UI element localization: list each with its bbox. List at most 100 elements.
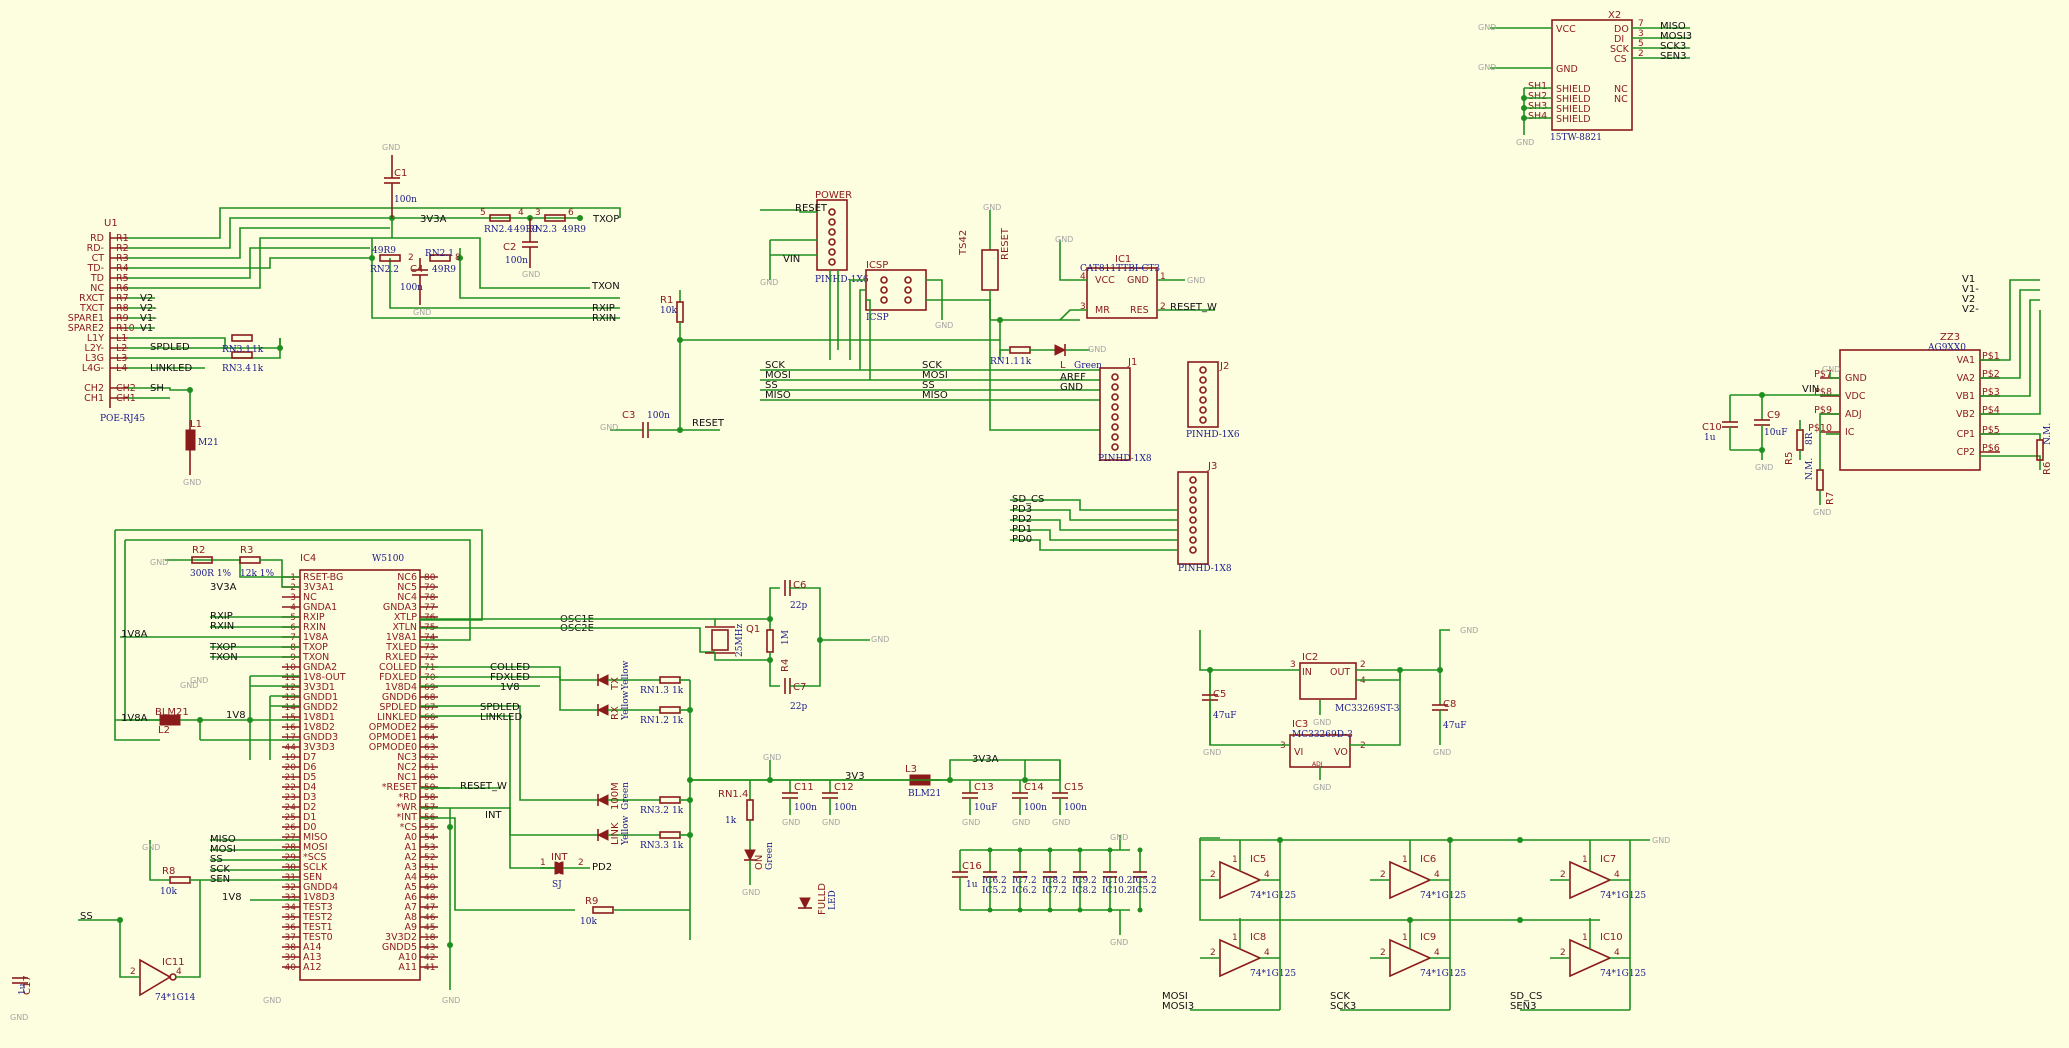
power-header-pin [828,208,836,216]
ic4-right-pin-label: *CS [400,822,417,833]
ic4-right-pin-number: 72 [424,653,435,663]
ic4-right-pin-label: *INT [397,812,418,823]
bypass-cap-name2: IC10.2 [1102,886,1132,896]
ic4-left-pin-label: A13 [303,952,322,963]
icsp-pin [904,296,912,304]
c17-name: C17 [22,975,33,995]
ic4-left-pin-number: 3 [290,593,296,603]
r8-value: 10k [160,887,177,897]
zz3-right-pin-label: VA2 [1957,373,1975,384]
r2-value: 300R 1% [190,569,232,579]
gnd-ic4-b: GND [180,681,198,690]
led-resistor [659,831,681,839]
gnd-c5: GND [1203,748,1221,757]
ic4-left-pin-label: D6 [303,762,316,773]
net-reset-c3: RESET [692,418,725,429]
r3-name: R3 [240,545,253,556]
svg-text:3: 3 [535,208,541,218]
power-header-pin [828,228,836,236]
gnd-c9: GND [1755,463,1773,472]
gnd-x2-vcc: GND [1478,23,1496,32]
net-rxin-top: RXIN [592,313,616,324]
ic4-left-pin-label: D3 [303,792,316,803]
ic4-left-pin-number: 20 [285,763,297,773]
u1-pin-label: RXCT [79,293,104,304]
svg-text:4: 4 [518,208,524,218]
power-header-pin [828,238,836,246]
gnd-r7: GND [1813,508,1831,517]
net-sck-right: SCK [922,360,942,371]
j2-value: PINHD-1X6 [1186,430,1240,440]
ic4-right-pin-label: A7 [404,902,417,913]
rail-cap-value: 100n [1064,803,1087,813]
rn23-value: 49R9 [562,225,586,235]
ic4-right-pin-label: 1V8D4 [385,682,417,693]
ic4-left-pin-label: D7 [303,752,316,763]
gnd-ts42: GND [983,203,1001,212]
ic11-value: 74*1G14 [155,993,196,1003]
net-v1m-zz3: V1- [1962,284,1979,295]
gnd-c4: GND [413,308,431,317]
zz3-right-pin-label: VA1 [1957,355,1975,366]
j2-pin [1199,386,1207,394]
power-rail: GND 3V3 L3 BLM21 3V3A C11100nGNDC12100nG… [690,626,1478,947]
ic4-left-pin-number: 16 [285,723,297,733]
zz3-right-pin-number: P$4 [1982,405,2000,416]
net-v2m-zz3: V2- [1962,304,1979,315]
rn23-name: RN2.3 [528,225,557,235]
gnd-c2: GND [522,270,540,279]
c9-value: 10uF [1764,428,1788,438]
ic4-left-pin-label: GNDA1 [303,602,337,613]
ic4-right-pin-number: 52 [424,853,435,863]
c8-value: 47uF [1443,721,1467,731]
c2-value: 100n [505,256,528,266]
ic1-name: IC1 [1115,254,1131,265]
ic4-left-pin-number: 23 [285,793,296,803]
led-resistor-value: 1k [672,806,684,816]
u1-pin-label: CT [92,253,105,264]
gnd-l1: GND [183,478,201,487]
svg-text:1: 1 [540,858,546,868]
ic1-mr-label: MR [1095,305,1110,316]
ic4-surroundings: R2 300R 1% R3 12k 1% GND 3V3A RXIP RXIN … [10,529,690,1022]
j1-pin [1111,413,1119,421]
l3-value: BLM21 [908,789,941,799]
net-sck-ic4: SCK [210,864,230,875]
buffer-pin-oe: 1 [1582,933,1588,943]
ic4-right-pin-number: 65 [424,723,435,733]
net-x2-sck3: SCK3 [1660,41,1686,52]
net-aref: AREF [1060,372,1086,383]
ic4-right-pin-label: A5 [404,882,417,893]
ic4-right-pin-label: LINKLED [377,712,417,723]
rn34-name: RN3.4 [222,364,251,374]
r3-value: 12k 1% [240,569,274,579]
r4-name: R4 [780,659,791,672]
u1-pin-label: L1Y [87,333,104,344]
ic4-left-pin-label: 1V8D1 [303,712,335,723]
net-miso-ic4: MISO [210,834,236,845]
ic1-vcc-label: VCC [1095,275,1115,286]
ic4-right-pin-number: 50 [424,873,436,883]
led-diode [596,829,609,841]
ic4-left-pin-number: 8 [290,643,296,653]
net-colled: COLLED [490,662,530,673]
net-v2m: V2- [140,303,157,314]
zz3-right-pin-number: P$3 [1982,387,2000,398]
ic4-right-pin-number: 64 [424,733,436,743]
j2-pin [1199,406,1207,414]
j1-pin [1111,403,1119,411]
ic4-right-pin-number: 67 [424,703,435,713]
ic4-right-pin-label: NC4 [397,592,417,603]
ic4-right-pin-number: 41 [424,963,435,973]
ic4-right-pin-label: GNDD5 [382,942,417,953]
bypass-cap-name2: IC5.2 [982,886,1007,896]
ic4-right-pin-number: 55 [424,823,435,833]
gnd-ic2: GND [1313,718,1331,727]
gnd-r2: GND [150,558,168,567]
rail-cap-value: 100n [794,803,817,813]
ic4-left-pin-label: SCLK [303,862,328,873]
net-sdcs-j3: SD_CS [1012,494,1044,505]
icsp-pin [904,286,912,294]
ic4-left-pin-number: 4 [290,603,296,613]
rn22-name: RN2.2 [370,265,399,275]
